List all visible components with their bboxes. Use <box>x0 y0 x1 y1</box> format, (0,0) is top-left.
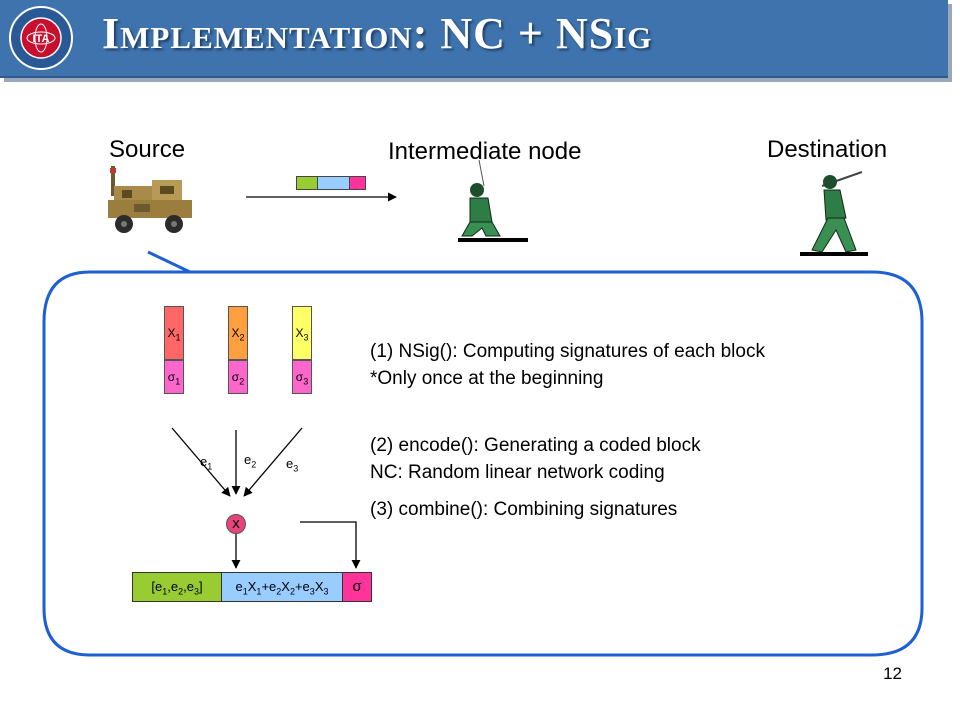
packet-bar <box>296 176 366 190</box>
packet-segment <box>348 177 365 189</box>
page-number: 12 <box>883 664 902 683</box>
military-vehicle-icon <box>108 166 192 233</box>
block-x1: X1 <box>164 306 184 360</box>
header-bar: ITA Implementation: NC + NSig <box>0 0 948 78</box>
step1-note: *Only once at the beginning <box>370 368 604 389</box>
coeff-arrow <box>243 427 303 497</box>
combine-symbol: x <box>232 515 240 532</box>
block-x2: X2 <box>228 306 248 360</box>
callout-bubble <box>42 250 924 657</box>
block-sigma3: σ3 <box>292 360 312 394</box>
step1-title: (1) NSig(): Computing signatures of each… <box>370 341 765 362</box>
combine-node: x <box>226 514 246 534</box>
coeff-label-e2: e2 <box>244 452 257 470</box>
page-title: Implementation: NC + NSig <box>102 9 653 58</box>
step2-note: NC: Random linear network coding <box>370 462 665 483</box>
block-x3: X3 <box>292 306 312 360</box>
signature-cell: σ <box>342 572 372 602</box>
coeff-label-e3: e3 <box>286 456 299 474</box>
destination-label: Destination <box>767 136 888 163</box>
coeff-vector-cell: [e1,e2,e3] <box>132 572 222 602</box>
intermediate-node-label: Intermediate node <box>388 138 582 165</box>
linear-combination-cell: e1X1+e2X2+e3X3 <box>221 572 343 602</box>
block-sigma1: σ1 <box>164 360 184 394</box>
coeff-label-e1: e1 <box>200 454 213 472</box>
block-sigma2: σ2 <box>228 360 248 394</box>
step2-description: (2) encode(): Generating a coded block N… <box>370 432 701 486</box>
step1-description: (1) NSig(): Computing signatures of each… <box>370 338 765 392</box>
source-label: Source <box>109 136 186 163</box>
ita-logo-icon: ITA <box>9 6 73 70</box>
step2-title: (2) encode(): Generating a coded block <box>370 435 701 456</box>
kneeling-soldier-icon <box>458 159 528 242</box>
coeff-arrow <box>171 427 231 497</box>
soldier-icon <box>800 171 868 256</box>
step3-description: (3) combine(): Combining signatures <box>370 496 677 523</box>
packet-segment <box>297 177 317 189</box>
svg-text:ITA: ITA <box>33 33 50 45</box>
signature-arrow <box>300 521 361 569</box>
packet-segment <box>316 177 349 189</box>
step3-title: (3) combine(): Combining signatures <box>370 499 678 520</box>
